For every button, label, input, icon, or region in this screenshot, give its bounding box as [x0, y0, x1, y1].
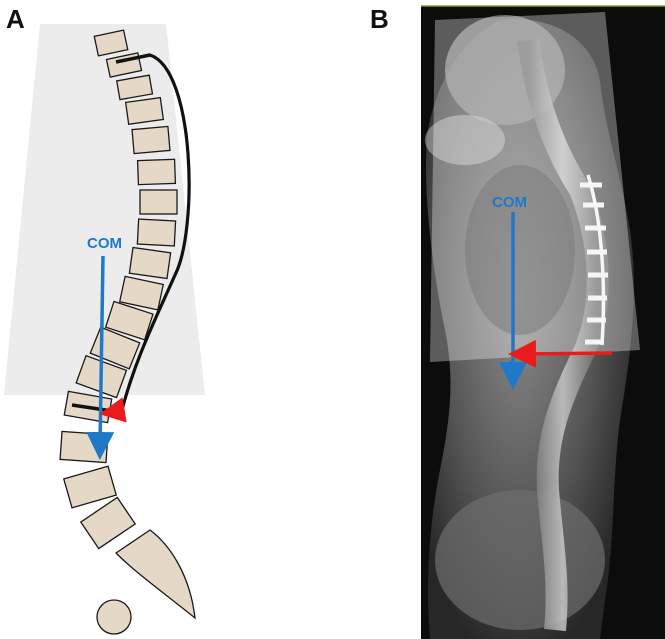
panel-b-com-label: COM: [492, 194, 527, 211]
panel-b-xray: [421, 6, 665, 639]
vertebra: [132, 126, 170, 153]
sacrum: [116, 530, 195, 618]
panel-a-offset-arrow: [112, 410, 124, 412]
panel-b-measurement-region: [430, 12, 640, 362]
vertebra: [81, 497, 135, 548]
vertebra: [129, 247, 170, 278]
vertebra: [64, 466, 116, 508]
coccyx-circle: [97, 600, 131, 634]
panel-b-offset-arrow: [522, 353, 612, 354]
panel-a-com-label: COM: [87, 235, 122, 252]
vertebra: [126, 98, 164, 125]
vertebra: [138, 159, 176, 184]
xray-pelvis-region: [435, 490, 605, 630]
vertebra: [140, 190, 177, 214]
vertebra: [137, 219, 175, 246]
panel-a-diagram: [4, 24, 205, 634]
